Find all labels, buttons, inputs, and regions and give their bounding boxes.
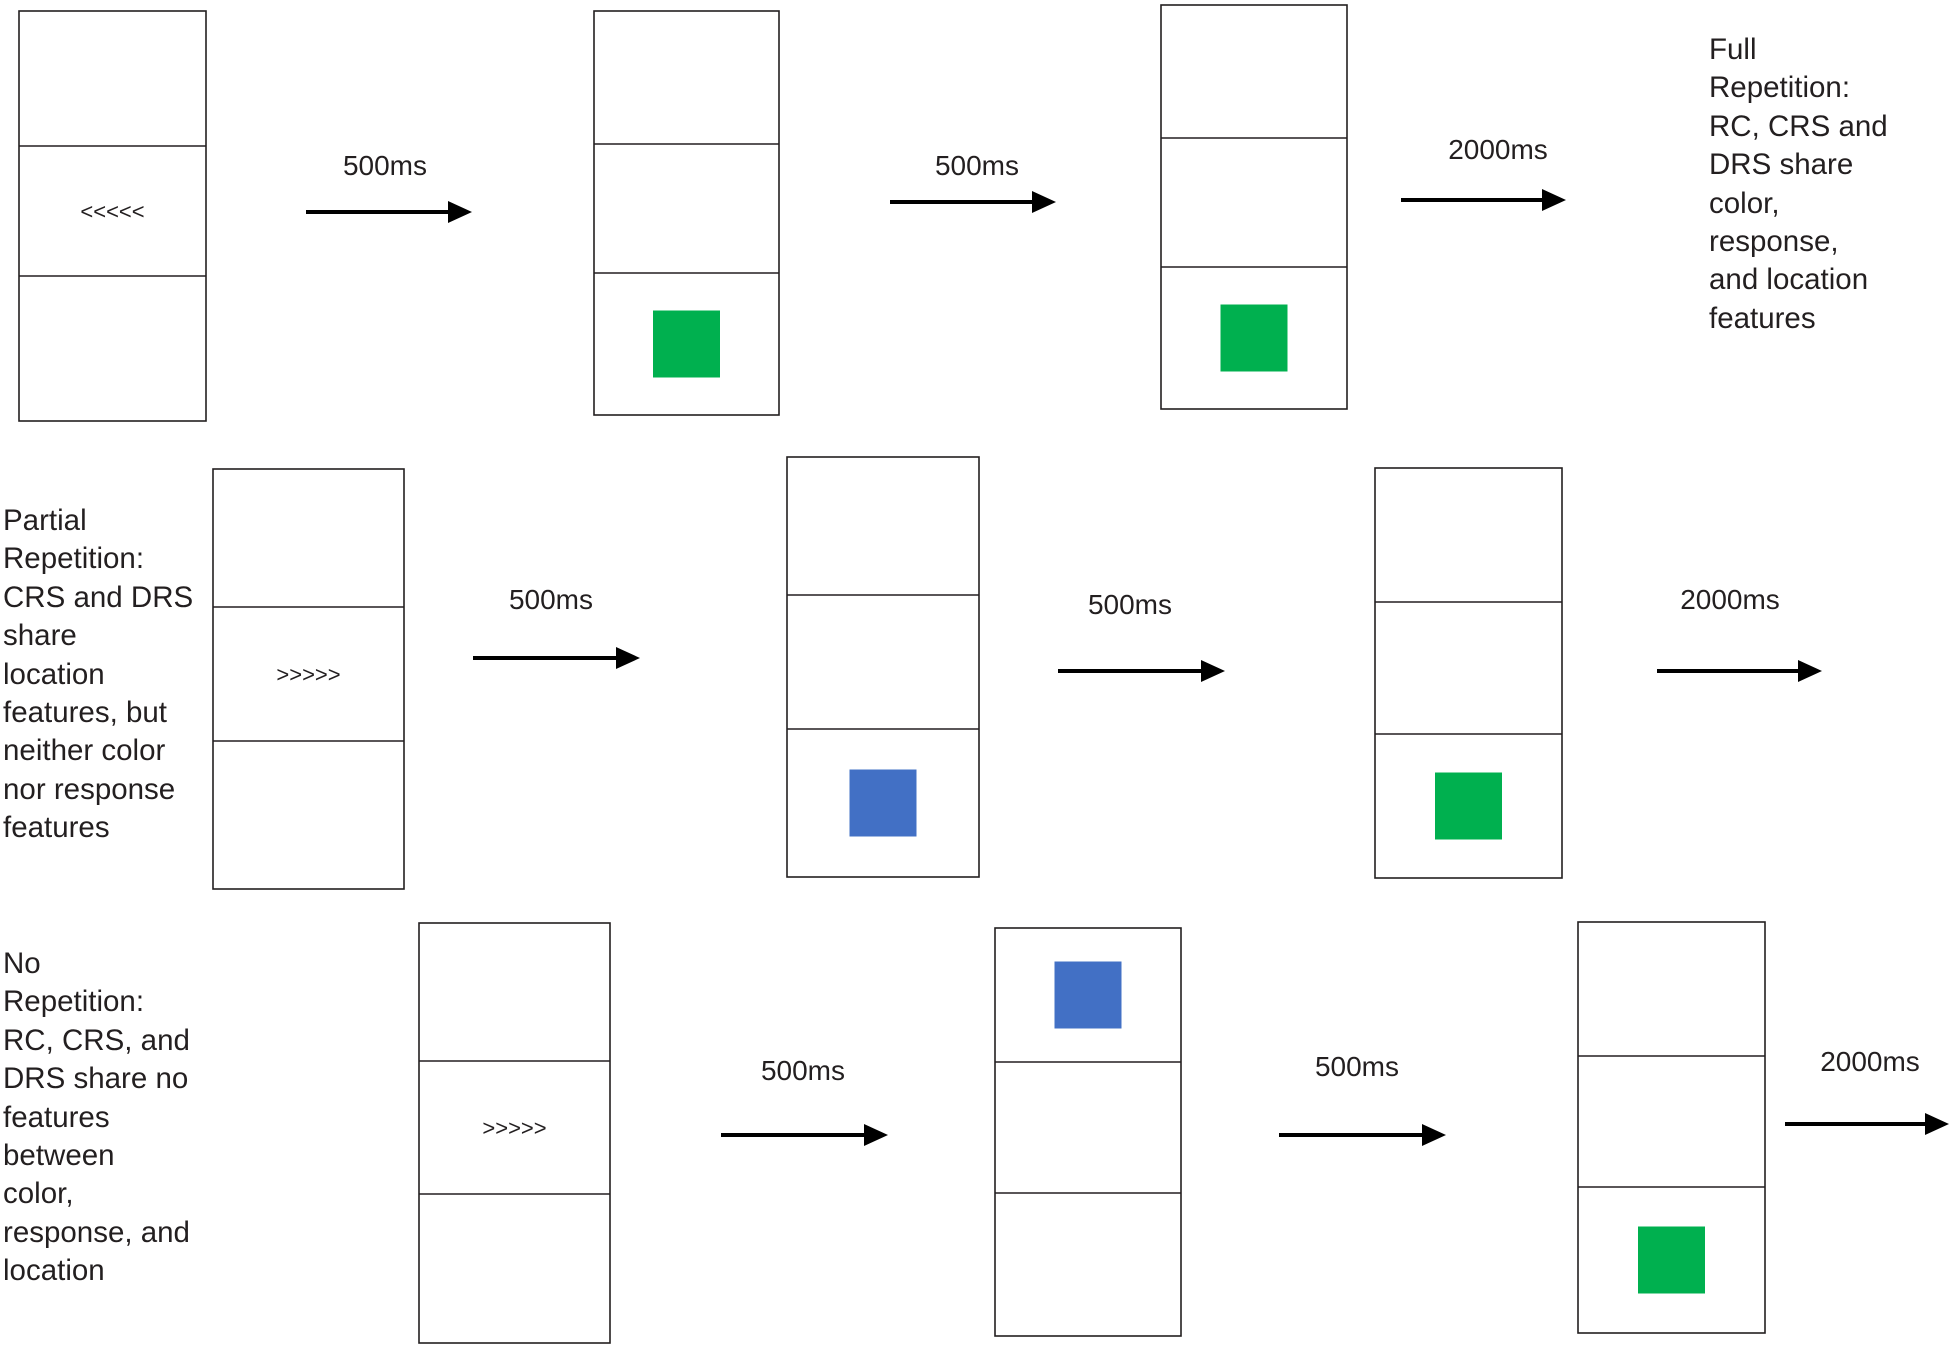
description-line: color, xyxy=(3,1177,74,1211)
description-line: RC, CRS and xyxy=(1709,109,1888,143)
description-line: No xyxy=(3,947,41,980)
description-line: response, xyxy=(1709,225,1839,259)
description-line: location xyxy=(3,1254,105,1288)
description-line: CRS and DRS xyxy=(3,580,194,614)
green-square-stimulus xyxy=(1638,1226,1705,1294)
description-line: nor response xyxy=(3,772,176,806)
arrowhead-icon xyxy=(1798,660,1822,682)
description-line: share xyxy=(3,619,77,653)
description-line: neither color xyxy=(3,734,166,768)
display-frame-1 xyxy=(418,922,611,1344)
arrow-stimulus: <<<<< xyxy=(80,199,144,224)
arrowhead-icon xyxy=(1542,189,1566,211)
green-square-stimulus xyxy=(1220,304,1288,372)
description-line: response, and xyxy=(3,1215,190,1249)
arrowhead-icon xyxy=(864,1124,888,1146)
duration-label: 500ms xyxy=(1315,1051,1399,1082)
duration-label: 500ms xyxy=(761,1055,845,1086)
description-line: Full xyxy=(1709,33,1757,66)
description-line: Repetition: xyxy=(3,542,145,576)
green-square-stimulus xyxy=(653,310,720,378)
description-line: and location xyxy=(1709,263,1869,297)
display-frame-1 xyxy=(18,10,207,422)
description-line: Repetition: xyxy=(3,985,145,1019)
duration-label: 500ms xyxy=(509,584,593,615)
arrowhead-icon xyxy=(1201,660,1225,682)
description-line: Partial xyxy=(3,504,87,537)
blue-square-stimulus xyxy=(849,769,917,837)
description-line: features xyxy=(1709,301,1816,335)
blue-square-stimulus xyxy=(1054,961,1122,1029)
description-line: features, but xyxy=(3,696,167,730)
duration-label: 500ms xyxy=(1088,589,1172,620)
arrowhead-icon xyxy=(616,647,640,669)
description-line: DRS share xyxy=(1709,148,1854,182)
description-line: RC, CRS, and xyxy=(3,1023,190,1057)
duration-label: 500ms xyxy=(343,150,427,181)
duration-label: 2000ms xyxy=(1820,1046,1920,1077)
arrow-stimulus: >>>>> xyxy=(276,662,340,687)
description-line: features xyxy=(3,1100,110,1134)
description-line: features xyxy=(3,811,110,845)
description-line: color, xyxy=(1709,186,1780,220)
arrowhead-icon xyxy=(1925,1113,1949,1135)
arrowhead-icon xyxy=(1422,1124,1446,1146)
green-square-stimulus xyxy=(1435,772,1502,840)
arrow-stimulus: >>>>> xyxy=(482,1116,546,1141)
duration-label: 2000ms xyxy=(1680,584,1780,615)
duration-label: 2000ms xyxy=(1448,134,1548,165)
arrowhead-icon xyxy=(448,201,472,223)
description-line: Repetition: xyxy=(1709,71,1851,105)
display-frame-1 xyxy=(212,468,405,890)
duration-label: 500ms xyxy=(935,150,1019,181)
arrowhead-icon xyxy=(1032,191,1056,213)
description-line: location xyxy=(3,657,105,691)
description-line: DRS share no xyxy=(3,1062,189,1096)
description-line: between xyxy=(3,1139,115,1173)
